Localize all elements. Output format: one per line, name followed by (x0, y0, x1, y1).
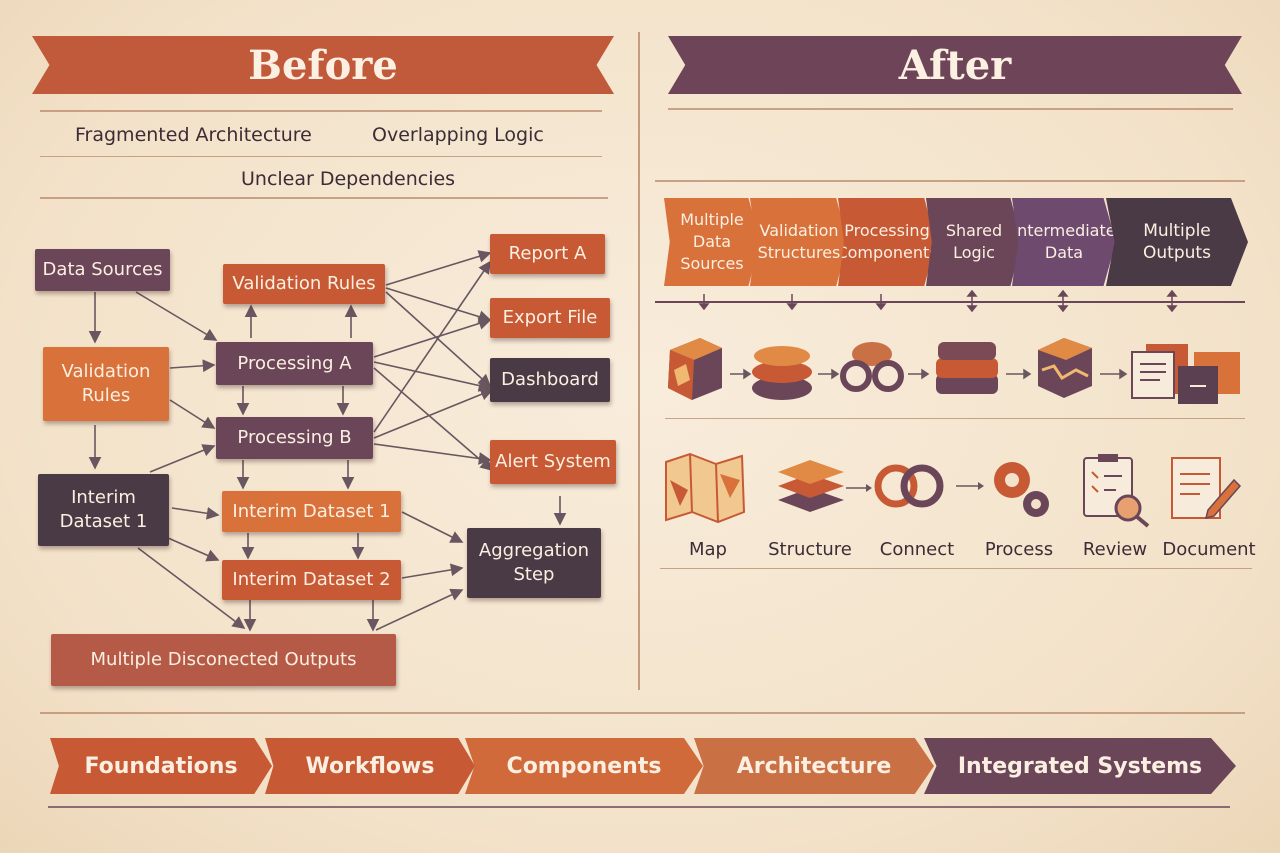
flow-multiple-outputs: Multiple Outputs (1106, 198, 1248, 286)
node-validation-rules-top: Validation Rules (223, 264, 385, 304)
flow-intermediate-data: Intermediate Data (1012, 198, 1116, 286)
document-pencil-icon (1171, 457, 1242, 520)
issue-fragmented-architecture: Fragmented Architecture (75, 124, 312, 146)
flow-timeline (655, 289, 1245, 313)
database-stack-icon (936, 342, 998, 394)
node-report-a: Report A (490, 234, 605, 274)
node-dashboard: Dashboard (490, 358, 610, 402)
linked-rings-icon (840, 342, 904, 392)
before-title: Before (248, 41, 398, 89)
layers-icon (778, 460, 844, 512)
step-document-label: Document (1162, 539, 1256, 560)
stacked-layers-icon (752, 346, 812, 400)
node-alert-system: Alert System (490, 440, 616, 484)
before-banner: Before (32, 36, 614, 94)
documents-output-icon (1131, 344, 1240, 404)
flow-shared-logic: Shared Logic (926, 198, 1022, 286)
node-processing-b: Processing B (216, 417, 373, 459)
pipeline-architecture: Architecture (694, 738, 934, 794)
after-icon-row (668, 338, 1240, 404)
pipeline-components: Components (465, 738, 703, 794)
flow-validation-structures: Validation Structures (750, 198, 848, 286)
node-interim-dataset-2: Interim Dataset 2 (222, 560, 401, 600)
after-title: After (898, 41, 1012, 89)
issue-overlapping-logic: Overlapping Logic (372, 124, 544, 146)
node-processing-a: Processing A (216, 342, 373, 385)
node-export-file: Export File (490, 298, 610, 338)
map-icon (665, 452, 746, 524)
checklist-magnifier-icon (1083, 454, 1150, 528)
flow-processing-components: Processing Components (838, 198, 936, 286)
flow-multiple-data-sources: Multiple Data Sources (664, 198, 760, 286)
node-multiple-disconnected-outputs: Multiple Disconected Outputs (51, 634, 396, 686)
before-connectors (88, 250, 567, 632)
step-process-label: Process (984, 539, 1054, 560)
after-step-icons (665, 452, 1242, 528)
cracked-cube-icon (1038, 338, 1092, 398)
step-connect-label: Connect (879, 539, 955, 560)
chain-link-icon (874, 464, 944, 508)
step-review-label: Review (1082, 539, 1148, 560)
step-structure-label: Structure (768, 539, 852, 560)
pipeline-integrated-systems: Integrated Systems (924, 738, 1236, 794)
node-interim-dataset-1: Interim Dataset 1 (222, 491, 401, 532)
after-banner: After (668, 36, 1242, 94)
node-interim-dataset-1-left: Interim Dataset 1 (38, 474, 169, 546)
issue-unclear-dependencies: Unclear Dependencies (241, 168, 456, 190)
node-validation-rules-left: Validation Rules (43, 347, 169, 421)
node-data-sources: Data Sources (35, 249, 170, 291)
node-aggregation-step: Aggregation Step (467, 528, 601, 598)
pipeline-workflows: Workflows (265, 738, 475, 794)
gears-icon (994, 462, 1049, 517)
cube-data-icon (668, 338, 722, 400)
pipeline-foundations: Foundations (50, 738, 272, 794)
step-map-label: Map (689, 539, 727, 560)
